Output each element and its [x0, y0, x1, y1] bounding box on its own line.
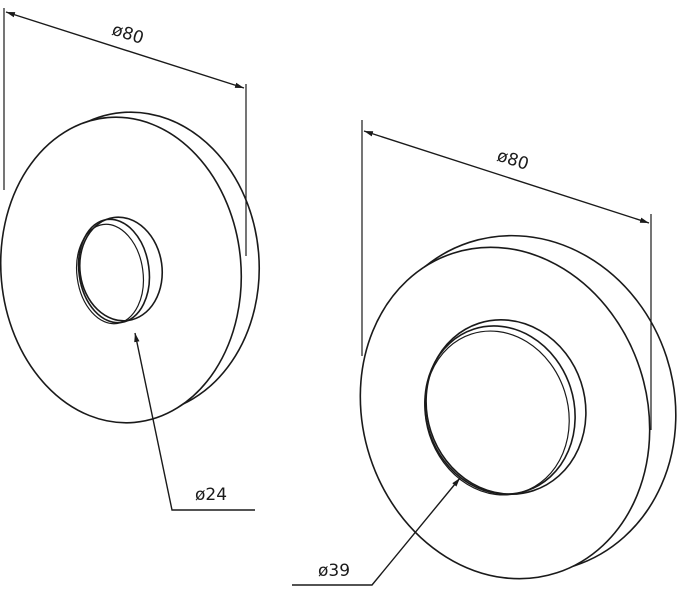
left-bore-leader-line — [134, 332, 255, 511]
right-rosette — [359, 234, 677, 580]
right-bore-inner-ring — [424, 330, 570, 496]
right-bore-diameter-label: ø39 — [318, 561, 350, 581]
left-dimension-line — [5, 11, 245, 89]
right-bore-leader-line — [292, 477, 461, 586]
right-rosette-front-face — [359, 246, 651, 580]
left-rosette-front-face — [0, 116, 243, 424]
left-rosette — [0, 111, 261, 424]
right-bore-edge — [425, 319, 587, 495]
left-bore-edge — [78, 216, 164, 322]
right-dimension-line — [363, 130, 650, 224]
right-outer-diameter-label: ø80 — [495, 146, 532, 175]
left-bore-diameter-label: ø24 — [195, 485, 227, 505]
left-outer-diameter-label: ø80 — [110, 20, 147, 49]
left-bore-inner-ring — [75, 223, 145, 325]
left-bore-leader: ø24 — [134, 332, 255, 511]
right-bore-leader: ø39 — [292, 477, 461, 586]
